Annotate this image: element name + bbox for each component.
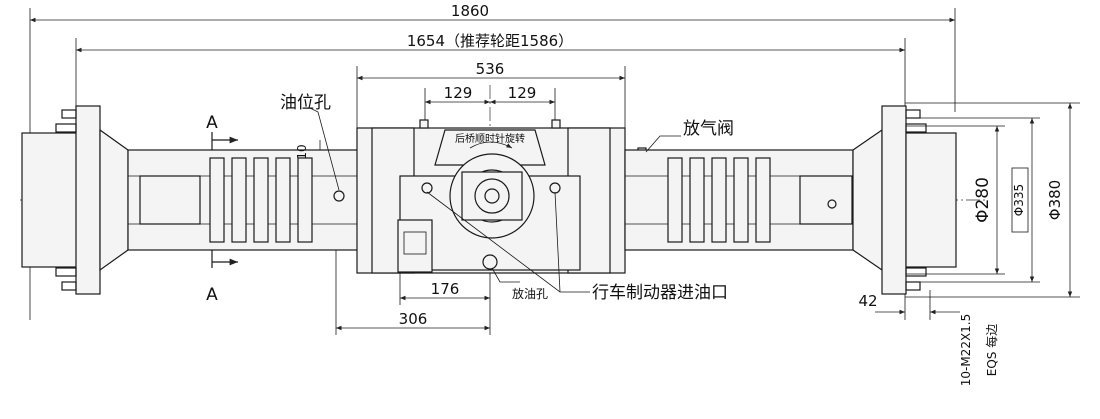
dim-flange-thickness: 42 bbox=[858, 292, 877, 310]
right-axle-tube bbox=[624, 149, 854, 251]
dim-inlet-offset: 306 bbox=[399, 310, 428, 328]
dim-offset-left: 129 bbox=[444, 84, 473, 102]
section-markers bbox=[211, 132, 238, 268]
dim-dia-280: Φ280 bbox=[973, 177, 993, 223]
label-section-a-top: A bbox=[206, 113, 218, 133]
label-rotation-note: 后桥顺时针旋转 bbox=[455, 132, 525, 145]
label-section-a-bottom: A bbox=[206, 285, 218, 305]
dim-offset-right: 129 bbox=[508, 84, 537, 102]
leader-lines bbox=[309, 107, 681, 293]
dim-housing-width: 536 bbox=[476, 60, 505, 78]
dia-335-box bbox=[1011, 167, 1029, 233]
center-housing bbox=[356, 119, 647, 274]
left-hub bbox=[21, 105, 129, 295]
dim-overall-width: 1860 bbox=[451, 2, 489, 20]
dimension-lines bbox=[30, 17, 1073, 331]
label-drain-hole: 放油孔 bbox=[512, 286, 548, 301]
dim-dia-380: Φ380 bbox=[1046, 180, 1064, 220]
right-hub bbox=[852, 105, 957, 295]
label-vent-valve: 放气阀 bbox=[683, 119, 734, 139]
dim-bolt-note: EQS 每边 bbox=[984, 324, 999, 376]
dim-drain-offset: 176 bbox=[431, 280, 460, 298]
label-brake-inlet: 行车制动器进油口 bbox=[592, 283, 728, 303]
dim-flange-span: 1654（推荐轮距1586） bbox=[407, 32, 573, 50]
left-axle-tube bbox=[127, 149, 361, 251]
dim-height-10: 10 bbox=[295, 144, 309, 159]
dim-dia-335: Φ335 bbox=[1012, 184, 1026, 216]
dim-bolt-spec: 10-M22X1.5 bbox=[959, 314, 973, 387]
label-oil-level-hole: 油位孔 bbox=[280, 93, 331, 113]
